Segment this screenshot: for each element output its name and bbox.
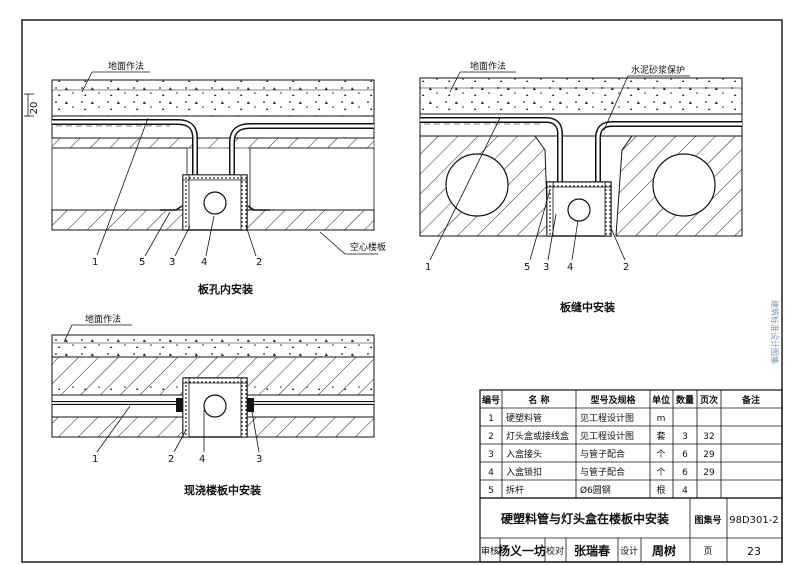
table-cell: 29 [703, 468, 715, 478]
caption-cast-slab: 现浇楼板中安装 [184, 483, 261, 497]
figure-slab-joint: 地面作法 水泥砂浆保护 1 5 3 4 2 板缝中安装 [419, 60, 743, 314]
table-cell: 3 [488, 450, 494, 460]
title-block: 硬塑料管与灯头盒在楼板中安装 图集号 98D301-2 审核 杨义一坊 校对 张… [479, 497, 783, 563]
table-cell: 入盒接头 [506, 448, 542, 460]
check-signature: 张瑞春 [574, 543, 611, 558]
atlas-number: 98D301-2 [729, 515, 778, 526]
th-page: 页次 [700, 394, 718, 406]
caption-slab-hole: 板孔内安装 [198, 282, 253, 296]
caption-slab-joint: 板缝中安装 [560, 300, 615, 314]
floor-label-2: 地面作法 [470, 60, 506, 72]
table-cell: 32 [703, 432, 714, 442]
table-cell: 3 [682, 432, 688, 442]
table-cell: 29 [703, 450, 715, 460]
design-signature: 周树 [652, 543, 676, 558]
dimension-20: 20 [29, 102, 40, 115]
table-cell: 6 [682, 468, 688, 478]
table-cell: Ø6圆钢 [580, 484, 611, 496]
table-cell: 见工程设计图 [580, 412, 634, 424]
callout-4: 4 [201, 257, 207, 268]
review-label: 审核 [481, 545, 499, 557]
table-cell: m [657, 414, 666, 424]
mortar-protection-label: 水泥砂浆保护 [631, 64, 685, 76]
table-cell: 与管子配合 [580, 466, 625, 478]
watermark: 建筑标准设计图集 [770, 300, 780, 364]
table-cell: 个 [656, 467, 665, 478]
th-no: 编号 [482, 394, 500, 406]
table-cell: 6 [682, 450, 688, 460]
table-cell: 2 [488, 432, 494, 442]
design-label: 设计 [620, 545, 638, 557]
table-cell: 套 [656, 430, 665, 442]
callout-1: 1 [92, 257, 98, 268]
table-cell: 入盒锁扣 [506, 466, 542, 478]
callout-5: 5 [139, 257, 145, 268]
table-cell: 硬塑料管 [506, 412, 542, 424]
drawing-title: 硬塑料管与灯头盒在楼板中安装 [501, 511, 669, 526]
floor-label-1: 地面作法 [108, 60, 144, 72]
callout-3c: 3 [256, 454, 262, 465]
th-name: 名 称 [528, 394, 549, 406]
table-cell: 与管子配合 [580, 448, 625, 460]
callout-1b: 1 [425, 262, 431, 273]
check-label: 校对 [546, 545, 564, 557]
callout-5b: 5 [524, 262, 530, 273]
table-cell: 个 [656, 449, 665, 460]
review-signature: 杨义一坊 [498, 543, 546, 558]
atlas-label: 图集号 [694, 514, 721, 526]
callout-2b: 2 [623, 262, 629, 273]
table-cell: 根 [656, 484, 665, 496]
th-remark: 备注 [741, 394, 760, 406]
sheet-border [21, 19, 783, 563]
parts-table: 编号 名 称 型号及规格 单位 数量 页次 备注 1 硬塑料管 见工程设计图 m… [479, 389, 783, 499]
callout-3: 3 [169, 257, 175, 268]
floor-finish-layer-3 [51, 334, 375, 358]
table-cell: 拆杆 [506, 484, 524, 496]
page-number: 23 [747, 545, 761, 558]
page-label: 页 [703, 546, 712, 557]
table-cell: 4 [488, 468, 494, 478]
table-cell: 4 [682, 486, 688, 496]
th-unit: 单位 [652, 394, 670, 406]
th-spec: 型号及规格 [590, 394, 636, 406]
table-cell: 1 [488, 414, 494, 424]
table-cell: 见工程设计图 [580, 430, 634, 442]
callout-4b: 4 [567, 262, 573, 273]
callout-2c: 2 [168, 454, 174, 465]
th-qty: 数量 [676, 394, 694, 406]
table-cell: 灯头盒或接线盒 [506, 430, 569, 442]
callout-4c: 4 [199, 454, 205, 465]
figure-cast-slab: 地面作法 1 2 4 3 现浇楼板中安装 [51, 313, 375, 497]
hollow-slab-label: 空心楼板 [350, 241, 386, 253]
floor-finish-layer-2 [419, 77, 743, 115]
figure-slab-hole: 20 地面作法 1 5 3 4 2 空心楼板 板孔内安装 [24, 60, 386, 296]
floor-label-3: 地面作法 [85, 313, 121, 325]
callout-2: 2 [256, 257, 262, 268]
callout-3b: 3 [543, 262, 549, 273]
floor-finish-layer [51, 79, 375, 117]
callout-1c: 1 [92, 454, 98, 465]
table-cell: 5 [488, 486, 494, 496]
